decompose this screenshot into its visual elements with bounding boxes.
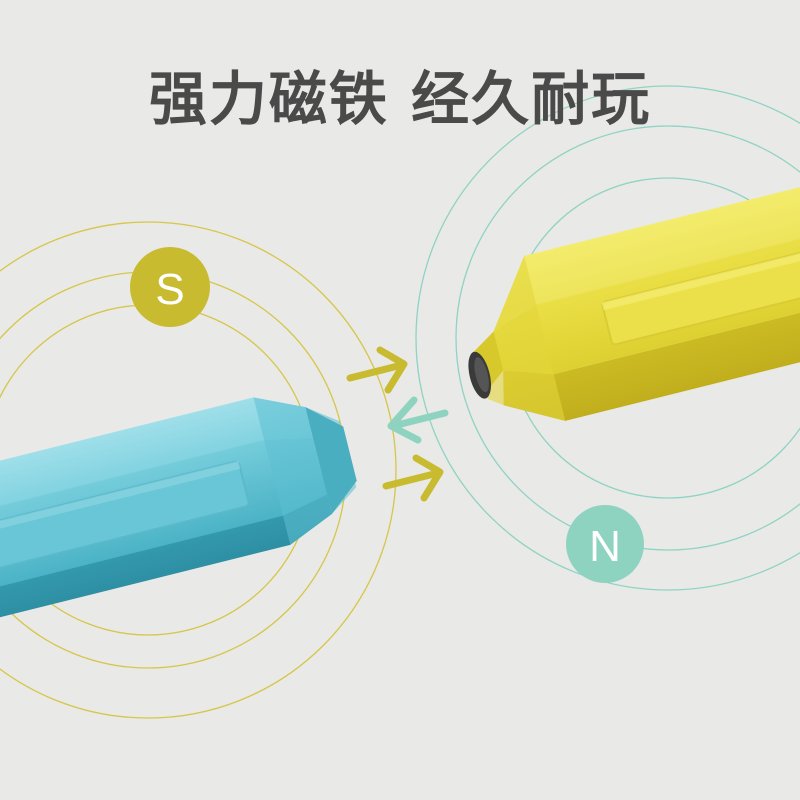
blue-pencil: [0, 397, 357, 640]
south-ring-outer: [0, 221, 397, 719]
yellow-pencil: [468, 170, 800, 421]
north-pole-badge: N: [566, 505, 644, 583]
arrow-left-icon: [387, 396, 449, 444]
headline: 强力磁铁 经久耐玩: [148, 65, 652, 133]
north-ring-middle: [455, 125, 800, 551]
north-pole-label: N: [589, 522, 621, 571]
arrow-right-icon: [382, 454, 444, 502]
south-pole-badge: S: [130, 247, 210, 327]
arrow-right-icon: [346, 346, 408, 394]
force-arrows: [346, 346, 449, 502]
north-ring-outer: [415, 85, 800, 591]
south-pole-label: S: [155, 265, 184, 314]
